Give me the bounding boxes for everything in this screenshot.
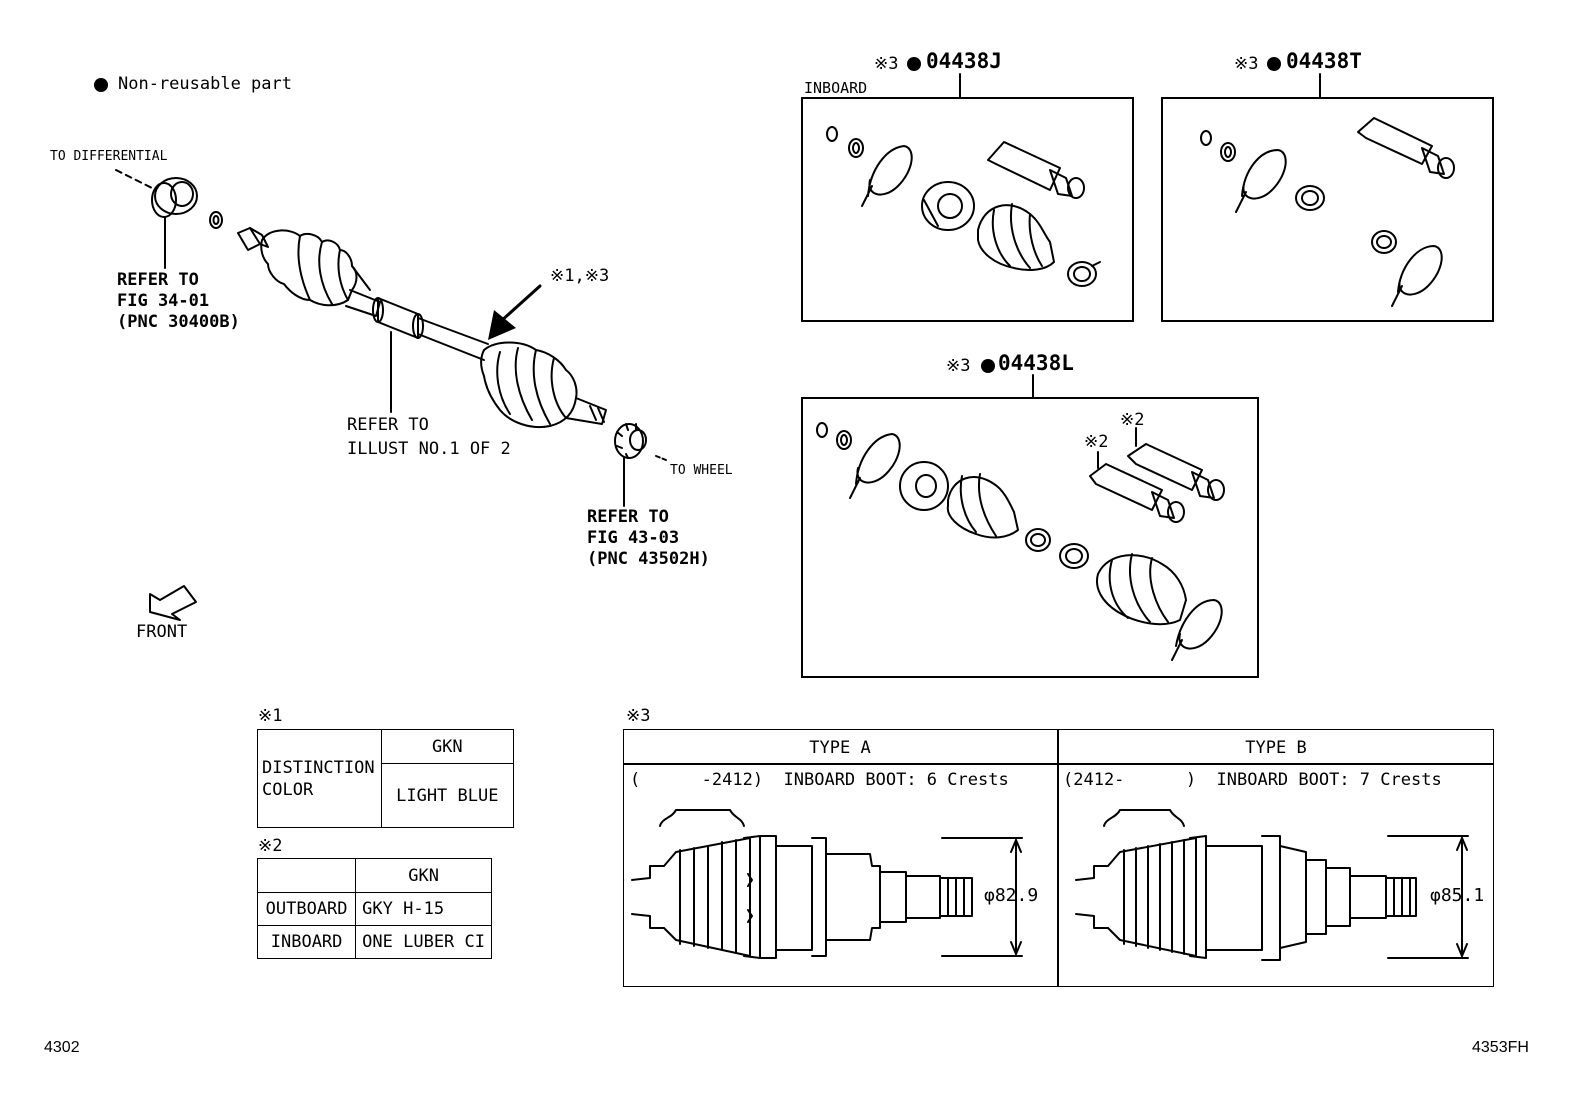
type-a-joint-drawing: [631, 809, 1023, 959]
kit-j-dot-icon: [907, 57, 921, 71]
kit-t-dot-icon: [1267, 57, 1281, 71]
inboard-boot-part: [260, 229, 358, 307]
type-a-title: TYPE A: [809, 738, 871, 758]
refer-diff-line3: (PNC 30400B): [117, 312, 240, 332]
refer-center-line1: REFER TO: [347, 415, 429, 435]
note2-row-value: GKY H-15: [355, 892, 492, 926]
legend-text: Non-reusable part: [118, 74, 292, 94]
kit-j-sub-label: INBOARD: [804, 79, 868, 97]
refer-diff-line1: REFER TO: [117, 270, 199, 290]
refer-center-line2: ILLUST NO.1 OF 2: [347, 439, 511, 459]
note2-row-value: ONE LUBER CI: [355, 925, 492, 959]
front-label: FRONT: [136, 622, 188, 642]
note1-mark: ※1: [258, 706, 283, 726]
note1-value: LIGHT BLUE: [380, 763, 515, 828]
type-b-dimension: φ85.1: [1430, 885, 1485, 906]
note1-row-label-line1: DISTINCTION: [262, 757, 375, 778]
kit-04438l-parts: [816, 374, 1225, 661]
footer-left-id: 4302: [44, 1039, 80, 1056]
note2-table: GKN OUTBOARD GKY H-15 INBOARD ONE LUBER …: [256, 858, 492, 959]
kit-04438j-parts: [826, 73, 1101, 287]
to-wheel-label: TO WHEEL: [670, 463, 733, 478]
kit-04438j-box: [801, 97, 1134, 322]
kit-t-code: 04438T: [1286, 49, 1362, 73]
oil-seal-part: [151, 177, 198, 218]
kit-t-mark: ※3: [1234, 54, 1259, 74]
snap-ring-part: [209, 211, 223, 229]
footer-right-id: 4353FH: [1472, 1039, 1529, 1056]
kit-l-tube-mark-1: ※2: [1120, 410, 1145, 430]
note1-table: DISTINCTION COLOR GKN LIGHT BLUE: [257, 729, 515, 828]
note2-row-label: INBOARD: [256, 925, 357, 959]
note1-row-label: DISTINCTION COLOR: [257, 729, 382, 828]
note2-empty-header: [256, 858, 357, 893]
note1-header: GKN: [380, 729, 515, 764]
note3-column-divider: [1057, 729, 1059, 987]
front-arrow-icon: [149, 585, 197, 621]
kit-04438l-box: [801, 397, 1259, 678]
kit-l-mark: ※3: [946, 356, 971, 376]
note2-mark: ※2: [258, 836, 283, 856]
kit-l-tube-mark-2: ※2: [1084, 432, 1109, 452]
refer-wheel-line3: (PNC 43502H): [587, 549, 710, 569]
kit-l-dot-icon: [981, 359, 995, 373]
refer-wheel-line2: FIG 43-03: [587, 528, 680, 548]
type-b-desc: (2412- ) INBOARD BOOT: 7 Crests: [1063, 770, 1442, 790]
note3-header-divider: [623, 763, 1494, 765]
note3-table: [623, 729, 1494, 987]
kit-04438t-box: [1161, 97, 1494, 322]
note3-mark: ※3: [626, 706, 651, 726]
refer-wheel-line1: REFER TO: [587, 507, 669, 527]
type-a-dimension: φ82.9: [984, 885, 1039, 906]
type-a-desc: ( -2412) INBOARD BOOT: 6 Crests: [630, 770, 1009, 790]
axle-nut-part: [614, 423, 647, 459]
type-b-title: TYPE B: [1245, 738, 1307, 758]
kit-04438t-parts: [1200, 73, 1455, 307]
kit-j-mark: ※3: [874, 54, 899, 74]
note2-row-label: OUTBOARD: [256, 892, 357, 926]
note2-header: GKN: [355, 858, 492, 893]
to-differential-label: TO DIFFERENTIAL: [50, 149, 168, 164]
type-b-joint-drawing: [1075, 809, 1469, 961]
kit-l-code: 04438L: [998, 351, 1074, 375]
note1-row-label-line2: COLOR: [262, 779, 314, 800]
kit-j-code: 04438J: [926, 49, 1002, 73]
refer-diff-line2: FIG 34-01: [117, 291, 210, 311]
non-reusable-dot-icon: [94, 78, 108, 92]
dynamic-damper-part: [377, 297, 419, 339]
outboard-boot-part: [480, 341, 578, 428]
drive-shaft-assembly: [115, 169, 667, 621]
shaft-callout-label: ※1,※3: [550, 266, 610, 286]
